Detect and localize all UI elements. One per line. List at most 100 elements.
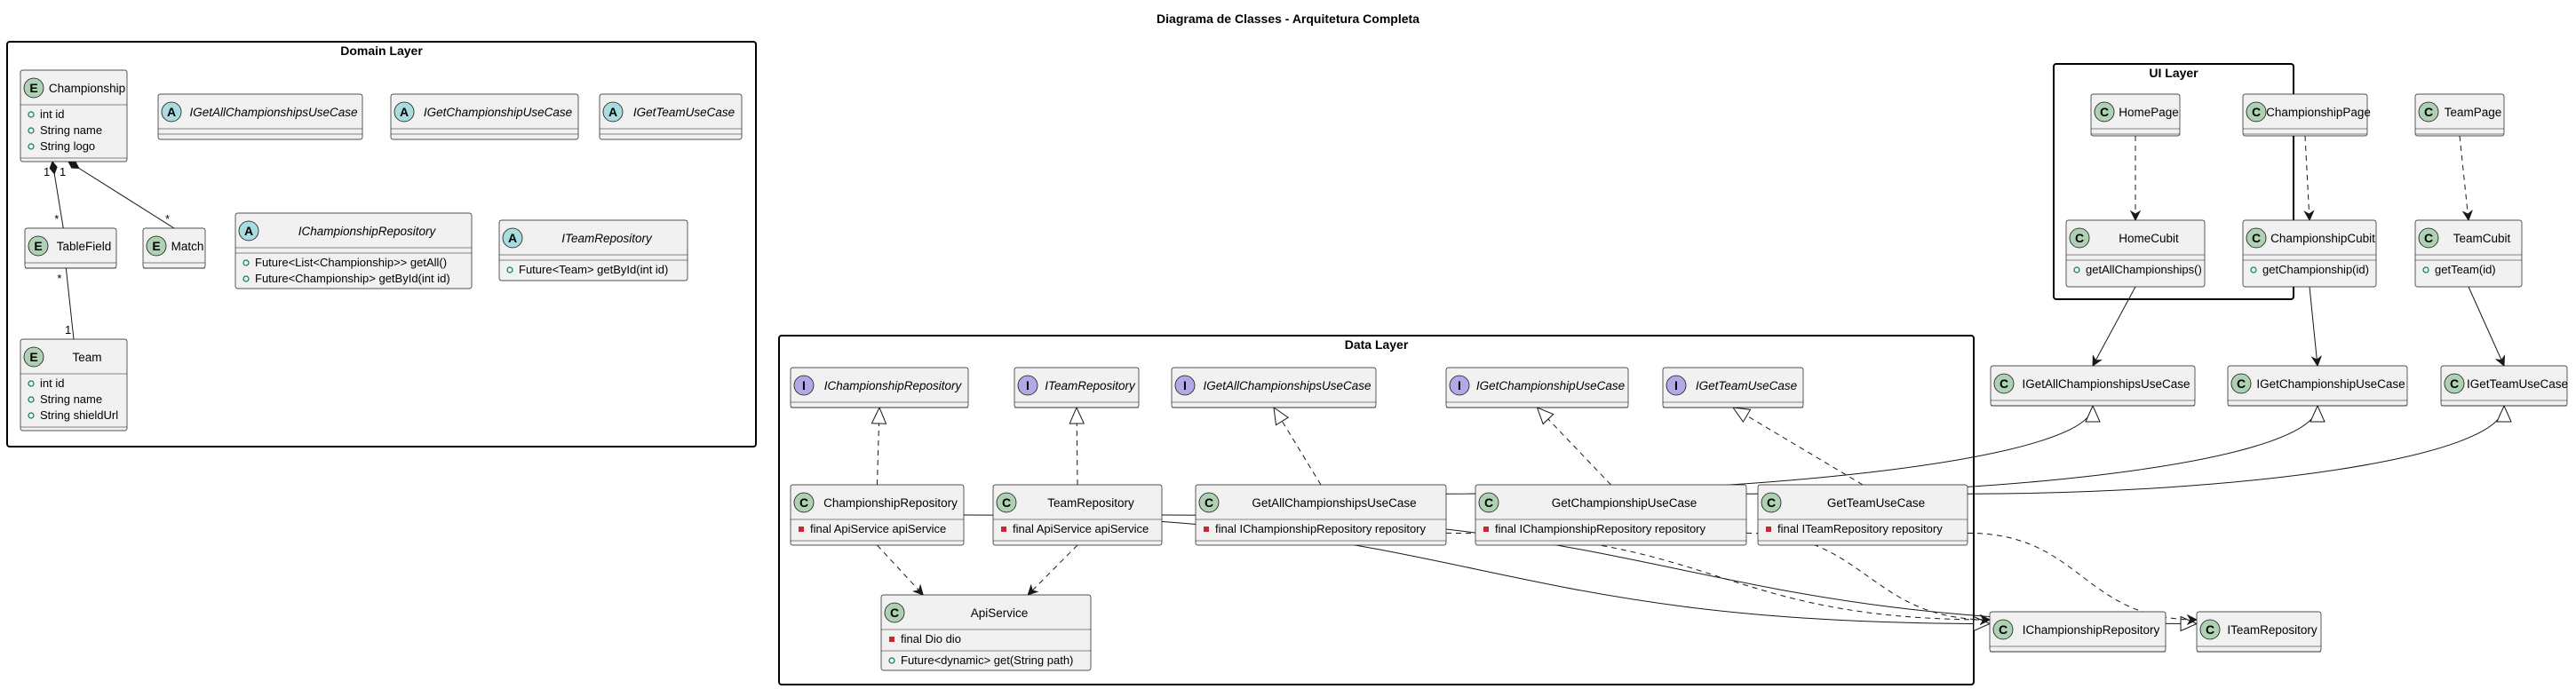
class-box [157,93,363,140]
stereotype-circle-icon [2230,373,2252,394]
class-name: IGetChampionshipUseCase [1476,379,1625,392]
stereotype-letter: C [890,606,899,620]
class-name: IGetChampionshipUseCase [424,106,572,119]
stereotype-circle-icon [2418,101,2439,123]
stereotype-circle-icon [884,602,905,623]
stereotype-letter: C [2206,622,2214,637]
stereotype-circle-icon [2199,619,2221,640]
class-name: ITeamRepository [2227,623,2318,637]
stereotype-circle-icon [793,375,815,396]
private-visibility-icon [1483,527,1489,532]
class-out-team-repo[interactable]: C ITeamRepository [2196,611,2322,653]
public-visibility-icon [888,657,895,664]
class-name: IGetTeamUseCase [1696,379,1797,392]
relation-dependency [2459,135,2469,220]
class-name: GetTeamUseCase [1827,496,1925,510]
class-box [992,484,1163,546]
stereotype-letter: C [2252,231,2261,245]
public-visibility-icon [2422,266,2429,273]
class-box [20,69,128,162]
relation-dependency [2305,135,2310,220]
public-visibility-icon [28,380,35,387]
class-name: IChampionshipRepository [298,225,437,238]
class-name: ApiService [971,606,1029,620]
class-name: GetChampionshipUseCase [1552,496,1697,510]
class-box [2242,93,2368,137]
class-name: ChampionshipPage [2266,106,2371,119]
stereotype-circle-icon [2094,101,2115,123]
class-method: getTeam(id) [2435,263,2496,276]
private-visibility-icon [799,527,804,532]
stereotype-letter: C [1205,495,1213,510]
class-name: TeamRepository [1047,496,1134,510]
stereotype-circle-icon [1478,492,1499,513]
class-name: GetAllChampionshipsUseCase [1252,496,1416,510]
class-field: String name [40,123,102,137]
class-box [2242,219,2377,288]
public-visibility-icon [28,111,35,118]
package-frame [2053,63,2294,300]
stereotype-circle-icon [2246,101,2267,123]
stereotype-letter: I [1183,378,1187,392]
class-api-service[interactable]: C ApiService final Dio dioFuture<dynamic> … [880,594,1092,671]
stereotype-letter: C [799,495,808,510]
stereotype-circle-icon [23,346,44,368]
public-visibility-icon [2073,266,2080,273]
class-field: final IChampionshipRepository repository [1495,522,1706,535]
stereotype-letter: E [152,239,160,253]
public-visibility-icon [28,396,35,403]
stereotype-circle-icon [2444,373,2465,394]
stereotype-letter: A [400,105,409,119]
class-if-get-champ[interactable]: I IGetChampionshipUseCase [1445,367,1629,408]
package-ui: UI Layer [2053,63,2294,300]
class-name: IGetAllChampionshipsUseCase [2022,377,2190,391]
class-abs-get-champ[interactable]: A IGetChampionshipUseCase [390,93,579,140]
class-method: Future<dynamic> get(String path) [901,653,1073,667]
relation-realization [878,408,880,486]
public-visibility-icon [28,127,35,134]
class-field: final Dio dio [901,632,961,645]
class-box [2090,93,2181,137]
class-field: final ApiService apiService [810,522,946,535]
public-visibility-icon [506,266,513,273]
relation-association [2093,286,2136,366]
multiplicity-label: * [54,212,59,226]
private-visibility-icon [1204,527,1209,532]
private-visibility-icon [889,637,894,642]
class-method: Future<Championship> getById(int id) [255,272,450,285]
stereotype-letter: I [1458,378,1461,392]
class-name: IGetAllChampionshipsUseCase [189,106,357,119]
relation-realization [1733,408,1864,486]
multiplicity-label: * [57,272,61,285]
stereotype-letter: A [608,105,617,119]
